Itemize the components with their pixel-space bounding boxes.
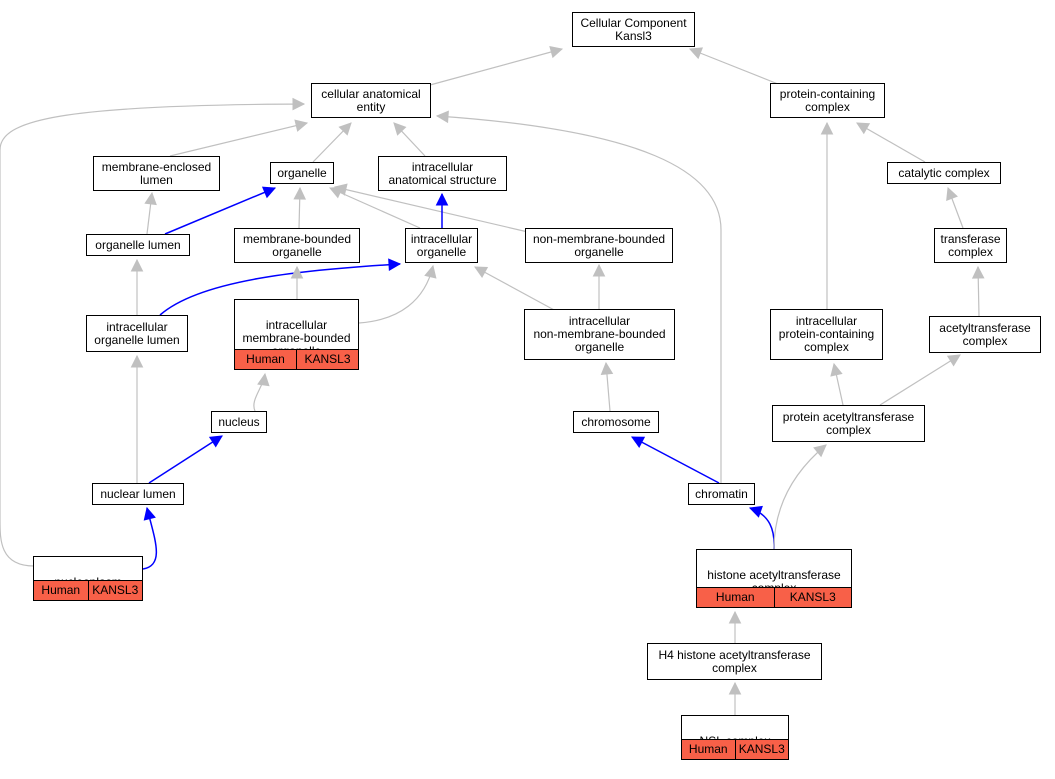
arrowhead-orglum-mel: [144, 191, 157, 206]
arrowhead-nuc-imbo: [257, 372, 270, 387]
arrowhead-pcc-root: [688, 47, 704, 60]
node-chromosome[interactable]: chromosome: [573, 411, 659, 433]
arrowhead-cat-pcc: [856, 122, 871, 135]
arrowhead-hatc-chrm: [748, 505, 763, 518]
annotation-row: Human KANSL3: [235, 349, 358, 369]
edge-pcc-root: [689, 48, 779, 85]
annotation-gene[interactable]: KANSL3: [773, 588, 851, 607]
edge-imbo-io: [358, 265, 434, 324]
node-transferase-complex[interactable]: transferase complex: [934, 228, 1007, 263]
edge-layer: [0, 45, 985, 715]
node-histone-acetyltransferase-complex[interactable]: histone acetyltransferase complex Human …: [696, 549, 852, 608]
edge-chrm-cae: [436, 115, 722, 483]
node-organelle-lumen[interactable]: organelle lumen: [86, 234, 190, 256]
arrowhead-org-cae: [338, 122, 352, 136]
arrowhead-patc-atc: [946, 354, 961, 367]
annotation-row: Human KANSL3: [682, 739, 788, 759]
edge-cat-pcc: [856, 122, 926, 163]
arrowhead-io-ias: [435, 192, 449, 206]
annotation-species[interactable]: Human: [235, 350, 296, 369]
arrowhead-patc-ipcc: [830, 362, 843, 377]
node-intracellular-organelle[interactable]: intracellular organelle: [405, 228, 478, 263]
node-nucleus[interactable]: nucleus: [211, 411, 267, 433]
edge-nmbo-org: [334, 186, 529, 233]
node-cellular-anatomical-entity[interactable]: cellular anatomical entity: [311, 83, 431, 118]
arrowhead-iol-orglum: [130, 258, 144, 272]
annotation-row: Human KANSL3: [34, 580, 142, 600]
annotation-species[interactable]: Human: [34, 581, 88, 600]
edge-hatc-chrm: [749, 507, 775, 550]
arrowhead-imbo-io: [424, 264, 437, 279]
node-organelle[interactable]: organelle: [270, 162, 334, 184]
edge-mel-cae: [169, 122, 308, 157]
edge-inmbo-io: [474, 266, 557, 312]
node-protein-acetyltransferase-complex[interactable]: protein acetyltransferase complex: [772, 405, 925, 442]
node-membrane-enclosed-lumen[interactable]: membrane-enclosed lumen: [93, 156, 220, 191]
arrowhead-tc-cat: [946, 186, 958, 201]
edge-nlum-nuc: [148, 435, 223, 484]
arrowhead-chr-inmbo: [600, 361, 614, 375]
edge-iol-io: [159, 263, 401, 316]
arrowhead-h4-hatc: [728, 610, 742, 624]
arrowhead-imbo-mbo: [290, 265, 304, 279]
arrowhead-ias-cae: [393, 122, 407, 136]
node-nsl-complex[interactable]: NSL complex Human KANSL3: [681, 715, 789, 760]
arrowhead-ipcc-pcc: [820, 121, 834, 135]
arrowhead-npl-cae: [292, 97, 306, 111]
node-intracellular-protein-containing-complex[interactable]: intracellular protein-containing complex: [770, 309, 883, 360]
node-nuclear-lumen[interactable]: nuclear lumen: [92, 483, 184, 505]
node-intracellular-membrane-bounded-organelle[interactable]: intracellular membrane-bounded organelle…: [234, 299, 359, 370]
arrowhead-nmbo-org: [333, 183, 348, 196]
node-intracellular-anatomical-structure[interactable]: intracellular anatomical structure: [378, 156, 507, 191]
arrowhead-inmbo-io: [474, 266, 489, 279]
annotation-row: Human KANSL3: [697, 587, 851, 607]
arrowhead-chrm-cae: [435, 110, 449, 124]
arrowhead-chrm-chr: [631, 436, 646, 448]
node-non-membrane-bounded-organelle[interactable]: non-membrane-bounded organelle: [525, 228, 673, 263]
node-intracellular-organelle-lumen[interactable]: intracellular organelle lumen: [86, 315, 188, 352]
arrowhead-mel-cae: [294, 119, 309, 132]
annotation-gene[interactable]: KANSL3: [296, 350, 358, 369]
edge-orglum-org: [164, 187, 276, 235]
annotation-species[interactable]: Human: [697, 588, 774, 607]
arrowhead-nsl-h4: [728, 681, 742, 695]
node-acetyltransferase-complex[interactable]: acetyltransferase complex: [929, 316, 1041, 353]
node-protein-containing-complex[interactable]: protein-containing complex: [770, 83, 885, 118]
edge-hatc-patc: [773, 444, 827, 550]
edge-npl-cae: [0, 103, 305, 567]
arrowhead-cae-root: [549, 45, 564, 59]
node-chromatin[interactable]: chromatin: [688, 483, 755, 505]
arrowhead-iol-io: [388, 258, 402, 271]
arrowhead-orglum-org: [261, 186, 277, 199]
node-intracellular-non-membrane-bounded-organelle[interactable]: intracellular non-membrane-bounded organ…: [524, 309, 675, 360]
arrowhead-nlum-nuc: [208, 435, 223, 448]
annotation-species[interactable]: Human: [682, 740, 735, 759]
node-catalytic-complex[interactable]: catalytic complex: [887, 162, 1001, 184]
arrowhead-mbo-org: [293, 186, 307, 200]
edge-patc-atc: [879, 354, 961, 406]
arrowhead-inmbo-nmbo: [592, 263, 606, 277]
node-cellular-component-root[interactable]: Cellular Component Kansl3: [572, 12, 695, 47]
arrowhead-hatc-patc: [813, 444, 827, 458]
edge-chrm-chr: [631, 436, 720, 484]
arrowhead-nlum-iol: [130, 354, 144, 368]
arrowhead-atc-tc: [971, 265, 985, 279]
node-nucleoplasm[interactable]: nucleoplasm Human KANSL3: [33, 556, 143, 601]
arrowhead-npl-nlum: [143, 506, 156, 521]
node-h4-histone-acetyltransferase-complex[interactable]: H4 histone acetyltransferase complex: [647, 643, 822, 680]
edge-cae-root: [429, 48, 563, 86]
node-membrane-bounded-organelle[interactable]: membrane-bounded organelle: [234, 228, 360, 263]
annotation-gene[interactable]: KANSL3: [734, 740, 788, 759]
annotation-gene[interactable]: KANSL3: [87, 581, 142, 600]
